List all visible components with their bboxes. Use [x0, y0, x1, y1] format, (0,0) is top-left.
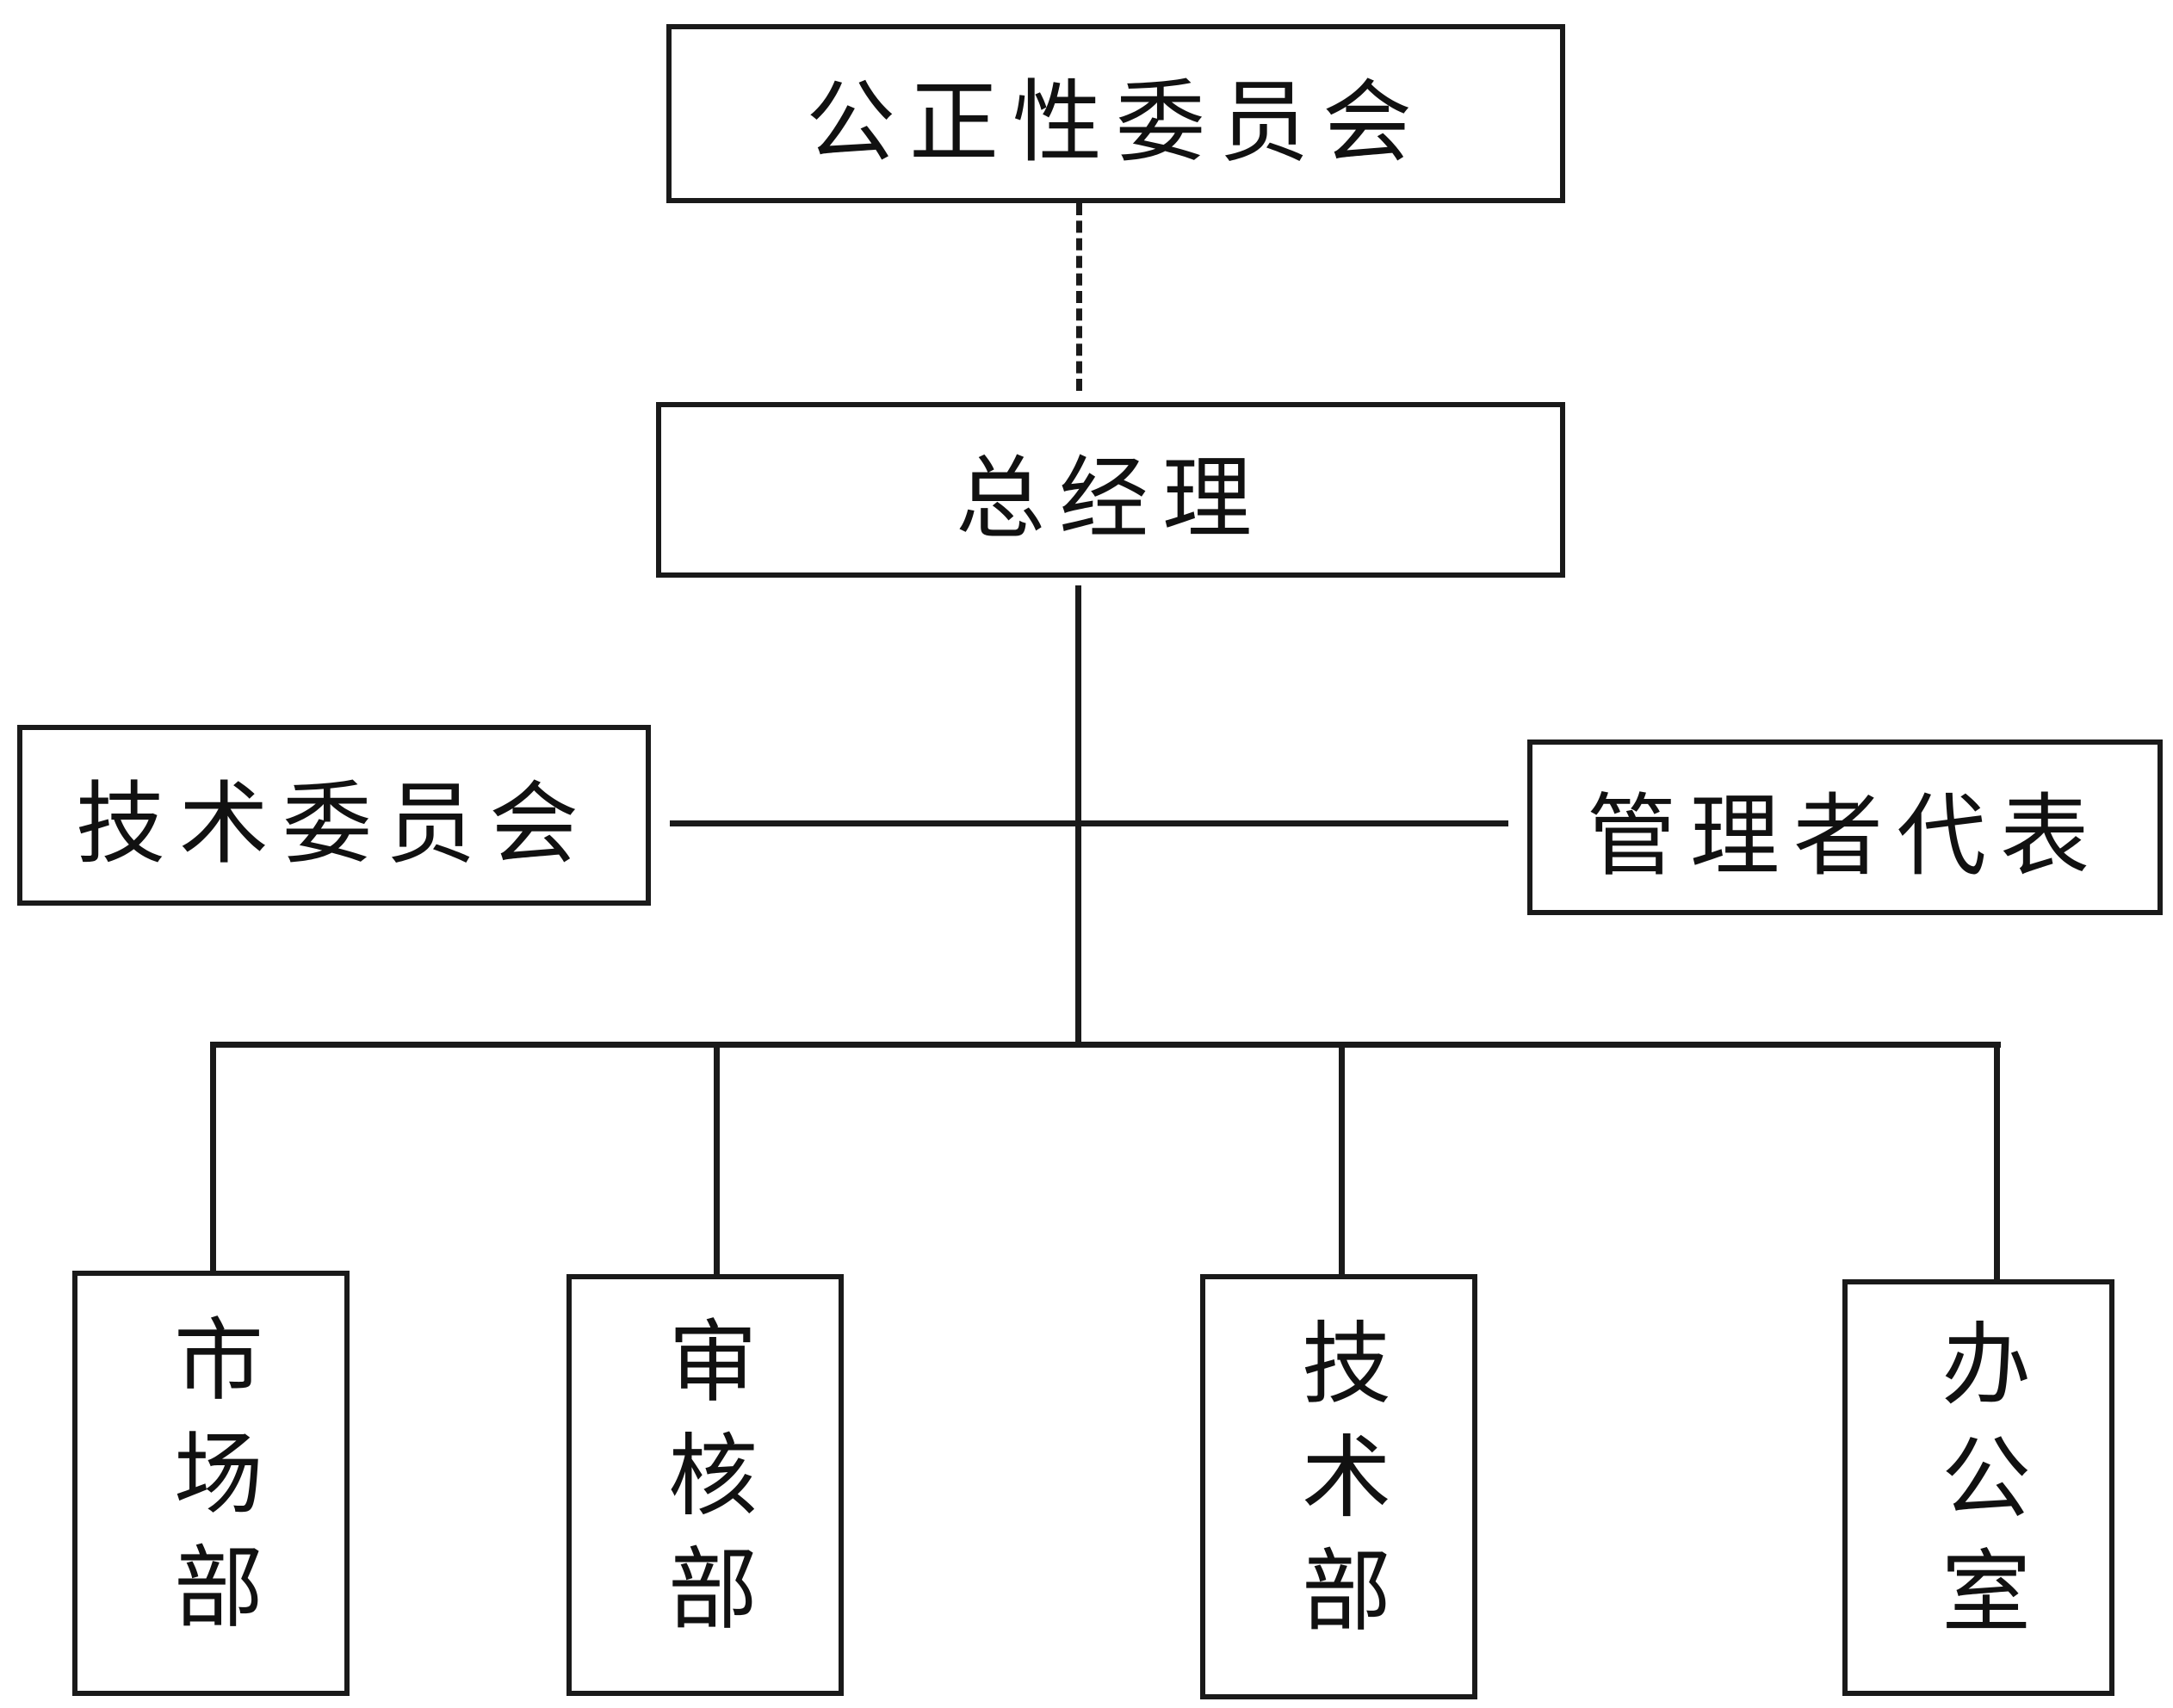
- department-box-audit: 审核部: [566, 1274, 844, 1696]
- department-label-audit: 审核部: [652, 1315, 758, 1655]
- dashed-connector-committee-to-gm: [1076, 203, 1082, 391]
- management-representative-box: 管理者代表: [1527, 740, 2163, 915]
- technical-committee-box: 技术委员会: [17, 725, 651, 906]
- department-box-office: 办公室: [1842, 1279, 2114, 1696]
- drop-connector-dept-4: [1994, 1042, 2000, 1281]
- department-label-office: 办公室: [1925, 1317, 2031, 1658]
- drop-connector-dept-2: [714, 1042, 720, 1276]
- drop-connector-dept-1: [210, 1042, 216, 1271]
- impartiality-committee-label: 公正性委员会: [805, 69, 1426, 175]
- drop-connector-dept-3: [1339, 1042, 1345, 1276]
- horizontal-connector-staff: [670, 820, 1508, 826]
- impartiality-committee-box: 公正性委员会: [666, 24, 1565, 203]
- vertical-connector-main: [1075, 585, 1081, 1045]
- management-representative-label: 管理者代表: [1586, 783, 2103, 888]
- general-manager-label: 总经理: [955, 445, 1266, 551]
- technical-committee-label: 技术委员会: [75, 770, 592, 876]
- department-box-market: 市场部: [72, 1271, 350, 1696]
- department-box-technical: 技术部: [1200, 1274, 1477, 1699]
- general-manager-box: 总经理: [656, 402, 1565, 578]
- department-label-technical: 技术部: [1285, 1316, 1391, 1657]
- horizontal-connector-departments: [210, 1042, 2001, 1048]
- department-label-market: 市场部: [158, 1313, 263, 1654]
